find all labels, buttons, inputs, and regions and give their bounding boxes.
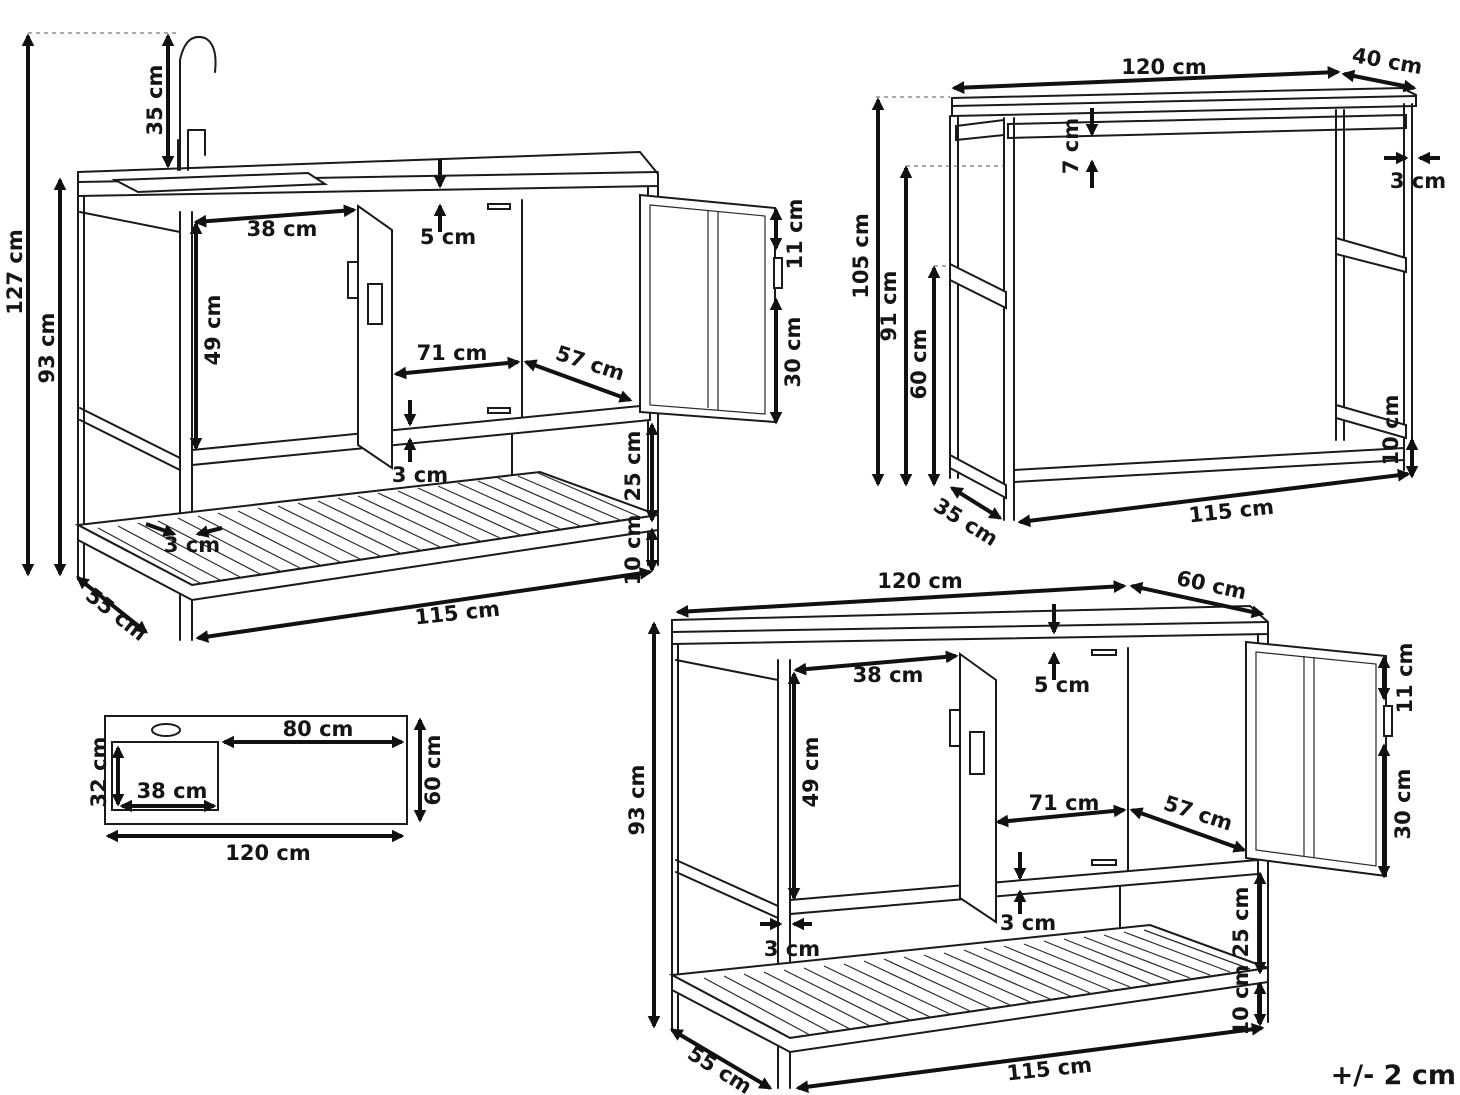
cabinet-depth-label: 55 cm <box>683 1041 756 1095</box>
cabinet-shelf-clearance-label: 25 cm <box>1229 887 1253 958</box>
sink-height-label: 93 cm <box>35 313 59 384</box>
top-view-width-label: 120 cm <box>225 841 310 865</box>
cabinet-compartment-width-label: 38 cm <box>853 663 924 687</box>
cabinet-inner-height-label: 49 cm <box>799 737 823 808</box>
cabinet-worktop-thickness-label: 5 cm <box>1034 673 1090 697</box>
bar-top-depth-label: 40 cm <box>1350 43 1424 79</box>
sink-door-top-label: 11 cm <box>783 199 807 270</box>
tolerance-note: +/- 2 cm <box>1331 1060 1456 1091</box>
bar-foot-rail-label: 10 cm <box>1379 395 1403 466</box>
sink-inner-height-label: 49 cm <box>201 295 225 366</box>
bar-rail-height-label: 60 cm <box>907 329 931 400</box>
bar-table-drawing: 120 cm 40 cm 7 cm 3 cm 105 cm 91 cm 60 c… <box>849 43 1446 551</box>
top-view-counter-label: 80 cm <box>283 717 354 741</box>
sink-shelf-width-label: 71 cm <box>417 341 488 365</box>
top-view-basin-width-label: 38 cm <box>137 779 208 803</box>
top-view-basin-depth-label: 32 cm <box>87 737 111 808</box>
cabinet-top-width-label: 120 cm <box>877 569 962 593</box>
sink-faucet-height-label: 35 cm <box>143 65 167 136</box>
sink-door-width-label: 57 cm <box>553 341 628 386</box>
sink-leg-inset-label: 3 cm <box>164 533 220 557</box>
bar-height-to-apron-label: 91 cm <box>877 271 901 342</box>
cabinet-floor-clearance-label: 10 cm <box>1229 965 1253 1036</box>
cabinet-leg-inset-label: 3 cm <box>764 937 820 961</box>
bar-inset-label: 3 cm <box>1390 169 1446 193</box>
bar-apron-label: 7 cm <box>1059 118 1083 174</box>
sink-top-view-drawing: 80 cm 60 cm 32 cm 38 cm 120 cm <box>87 715 445 865</box>
cabinet-gap-label: 3 cm <box>1000 911 1056 935</box>
cabinet-unit-drawing: 120 cm 60 cm 38 cm 5 cm 11 cm 93 cm 49 c… <box>625 566 1417 1095</box>
cabinet-door-width-label: 57 cm <box>1161 791 1236 836</box>
sink-shelf-clearance-label: 25 cm <box>621 431 645 502</box>
bar-total-height-label: 105 cm <box>849 213 873 298</box>
sink-width-label: 115 cm <box>414 597 502 630</box>
top-view-depth-label: 60 cm <box>421 735 445 806</box>
bar-depth-label: 35 cm <box>929 493 1002 551</box>
cabinet-door-handle-label: 30 cm <box>1391 769 1415 840</box>
sink-depth-label: 55 cm <box>81 583 152 646</box>
cabinet-height-label: 93 cm <box>625 765 649 836</box>
sink-compartment-width-label: 38 cm <box>247 217 318 241</box>
sink-door-handle-label: 30 cm <box>781 317 805 388</box>
sink-worktop-thickness-label: 5 cm <box>420 225 476 249</box>
sink-total-height-label: 127 cm <box>3 229 27 314</box>
sink-unit-drawing: 35 cm 127 cm 93 cm 38 cm 5 cm 49 cm 71 c… <box>3 32 807 646</box>
bar-top-width-label: 120 cm <box>1121 55 1206 79</box>
sink-floor-clearance-label: 10 cm <box>621 515 645 586</box>
cabinet-door-top-label: 11 cm <box>1393 643 1417 714</box>
sink-gap-label: 3 cm <box>392 463 448 487</box>
cabinet-shelf-width-label: 71 cm <box>1029 791 1100 815</box>
